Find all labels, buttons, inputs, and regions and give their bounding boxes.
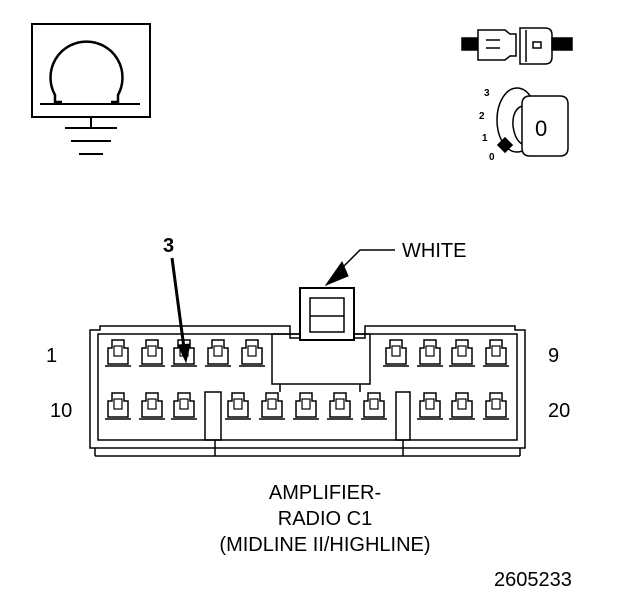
pin-cavity-row1-7: [417, 339, 443, 367]
row2-start-label: 10: [50, 400, 73, 422]
pin-cavity-row2-1: [105, 392, 131, 420]
callout-arrows: [170, 249, 395, 364]
pin-cavity-row2-9: [417, 392, 443, 420]
pin-cavity-row2-10: [449, 392, 475, 420]
ignition-key-label: 0: [535, 116, 548, 141]
pin-cavity-row2-6: [293, 392, 319, 420]
connector-color-label: WHITE: [402, 240, 467, 262]
callout-pin-number: 3: [163, 235, 175, 257]
pin-cavity-row1-4: [205, 339, 231, 367]
ignition-position-0: 0: [489, 152, 495, 163]
pin-cavity-row1-8: [449, 339, 475, 367]
row1-start-label: 1: [46, 345, 58, 367]
pin-cavity-row2-11: [483, 392, 509, 420]
pin-cavity-row1-9: [483, 339, 509, 367]
ignition-position-1: 1: [482, 133, 488, 144]
row2-end-label: 20: [548, 400, 571, 422]
pin-cavity-row2-5: [259, 392, 285, 420]
ignition-position-2: 2: [479, 111, 485, 122]
ignition-position-3: 3: [484, 88, 490, 99]
pin-cavity-row2-8: [361, 392, 387, 420]
pin-cavity-row2-4: [225, 392, 251, 420]
caption-line-2: RADIO C1: [277, 508, 373, 530]
pin-cavity-row1-5: [239, 339, 265, 367]
probe-connector-icon: [461, 27, 573, 65]
ignition-key-switch-icon: [496, 87, 569, 157]
pin-cavity-row1-1: [105, 339, 131, 367]
connector-caption: AMPLIFIER- RADIO C1 (MIDLINE II/HIGHLINE…: [160, 480, 490, 558]
row1-end-label: 9: [548, 345, 560, 367]
pin-cavity-row2-2: [139, 392, 165, 420]
pin-cavity-row1-2: [139, 339, 165, 367]
pin-cavity-row2-3: [171, 392, 197, 420]
pin-cavity-row1-6: [383, 339, 409, 367]
ohm-meter-ground-icon: [31, 23, 151, 155]
connector-pins: [105, 339, 509, 420]
caption-line-3: (MIDLINE II/HIGHLINE): [219, 534, 431, 556]
pin-cavity-row2-7: [327, 392, 353, 420]
connector-body: [89, 287, 526, 457]
figure-number: 2605233: [494, 569, 572, 591]
caption-line-1: AMPLIFIER-: [268, 482, 382, 504]
